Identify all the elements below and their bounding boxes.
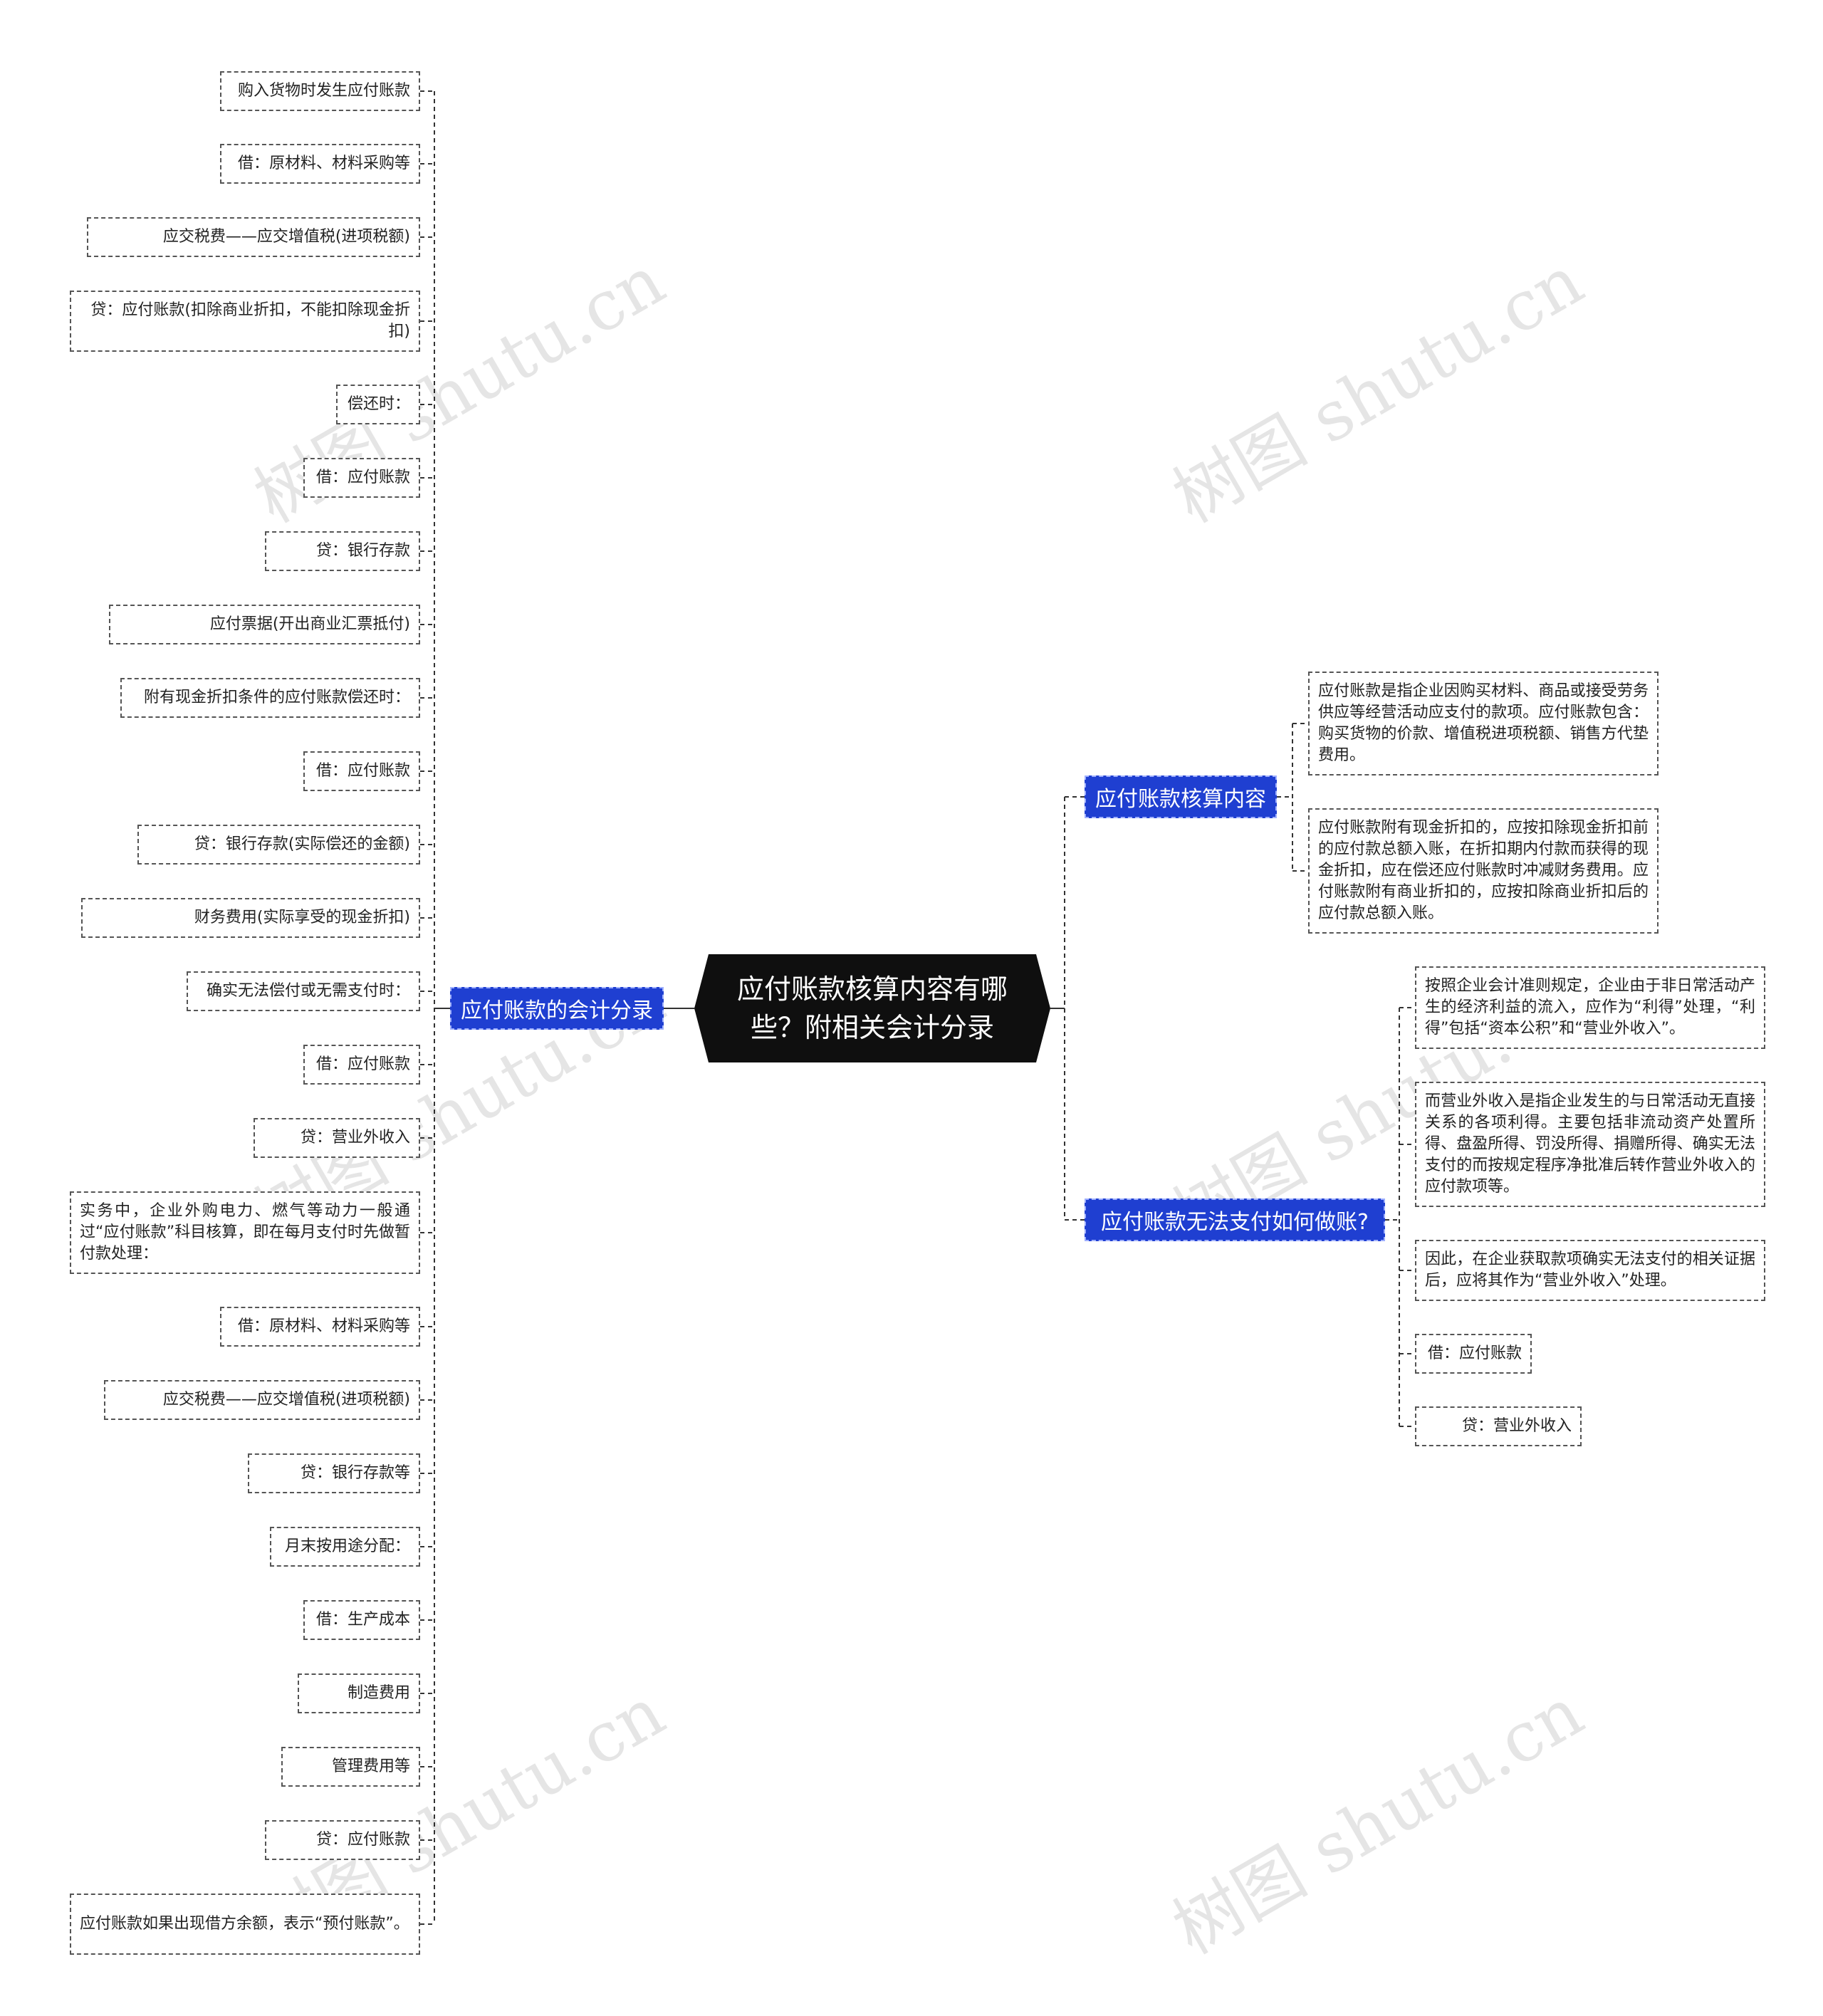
leaf-unpayable[interactable]: 借：应付账款 <box>1415 1334 1532 1374</box>
leaf-entry[interactable]: 实务中，企业外购电力、燃气等动力一般通过“应付账款”科目核算，即在每月支付时先做… <box>70 1191 420 1274</box>
leaf-entry[interactable]: 附有现金折扣条件的应付账款偿还时： <box>120 678 420 718</box>
root-topic-title: 应付账款核算内容有哪些？附相关会计分录 <box>736 973 1008 1043</box>
leaf-entry[interactable]: 应付票据(开出商业汇票抵付) <box>109 605 420 644</box>
leaf-content[interactable]: 应付账款是指企业因购买材料、商品或接受劳务供应等经营活动应支付的款项。应付账款包… <box>1308 672 1659 775</box>
leaf-entry[interactable]: 确实无法偿付或无需支付时： <box>187 971 420 1011</box>
leaf-entry[interactable]: 借：原材料、材料采购等 <box>220 1307 420 1347</box>
leaf-content[interactable]: 应付账款附有现金折扣的，应按扣除现金折扣前的应付款总额入账，在折扣期内付款而获得… <box>1308 808 1659 934</box>
leaf-entry[interactable]: 贷：银行存款等 <box>248 1453 420 1493</box>
leaf-entry[interactable]: 应付账款如果出现借方余额，表示“预付账款”。 <box>70 1894 420 1955</box>
leaf-entry[interactable]: 管理费用等 <box>281 1747 420 1787</box>
leaf-entry[interactable]: 借：生产成本 <box>303 1600 420 1640</box>
leaf-entry[interactable]: 月末按用途分配： <box>270 1527 420 1567</box>
leaf-entry[interactable]: 应交税费——应交增值税(进项税额) <box>87 217 420 257</box>
leaf-entry[interactable]: 购入货物时发生应付账款 <box>220 71 420 111</box>
leaf-entry[interactable]: 贷：银行存款 <box>265 531 420 571</box>
leaf-unpayable[interactable]: 因此，在企业获取款项确实无法支付的相关证据后，应将其作为“营业外收入”处理。 <box>1415 1240 1765 1301</box>
leaf-entry[interactable]: 贷：应付账款(扣除商业折扣，不能扣除现金折扣) <box>70 291 420 352</box>
leaf-entry[interactable]: 贷：营业外收入 <box>254 1118 420 1158</box>
leaf-entry[interactable]: 制造费用 <box>298 1673 420 1713</box>
leaf-entry[interactable]: 借：原材料、材料采购等 <box>220 144 420 184</box>
leaf-unpayable[interactable]: 而营业外收入是指企业发生的与日常活动无直接关系的各项利得。主要包括非流动资产处置… <box>1415 1082 1765 1207</box>
leaf-entry[interactable]: 偿还时： <box>336 385 420 424</box>
leaf-entry[interactable]: 财务费用(实际享受的现金折扣) <box>81 898 420 938</box>
leaf-entry[interactable]: 借：应付账款 <box>303 1045 420 1085</box>
branch-accounting-content[interactable]: 应付账款核算内容 <box>1085 775 1277 818</box>
leaf-entry[interactable]: 应交税费——应交增值税(进项税额) <box>104 1380 420 1420</box>
leaf-entry[interactable]: 借：应付账款 <box>303 751 420 791</box>
root-topic[interactable]: 应付账款核算内容有哪些？附相关会计分录 <box>694 954 1050 1062</box>
leaf-unpayable[interactable]: 贷：营业外收入 <box>1415 1406 1582 1446</box>
leaf-entry[interactable]: 贷：应付账款 <box>265 1820 420 1860</box>
branch-accounting-entries[interactable]: 应付账款的会计分录 <box>450 987 664 1030</box>
leaf-entry[interactable]: 贷：银行存款(实际偿还的金额) <box>137 825 420 865</box>
leaf-unpayable[interactable]: 按照企业会计准则规定，企业由于非日常活动产生的经济利益的流入，应作为“利得”处理… <box>1415 966 1765 1049</box>
branch-unpayable-handling[interactable]: 应付账款无法支付如何做账? <box>1085 1198 1385 1241</box>
leaf-entry[interactable]: 借：应付账款 <box>303 458 420 498</box>
